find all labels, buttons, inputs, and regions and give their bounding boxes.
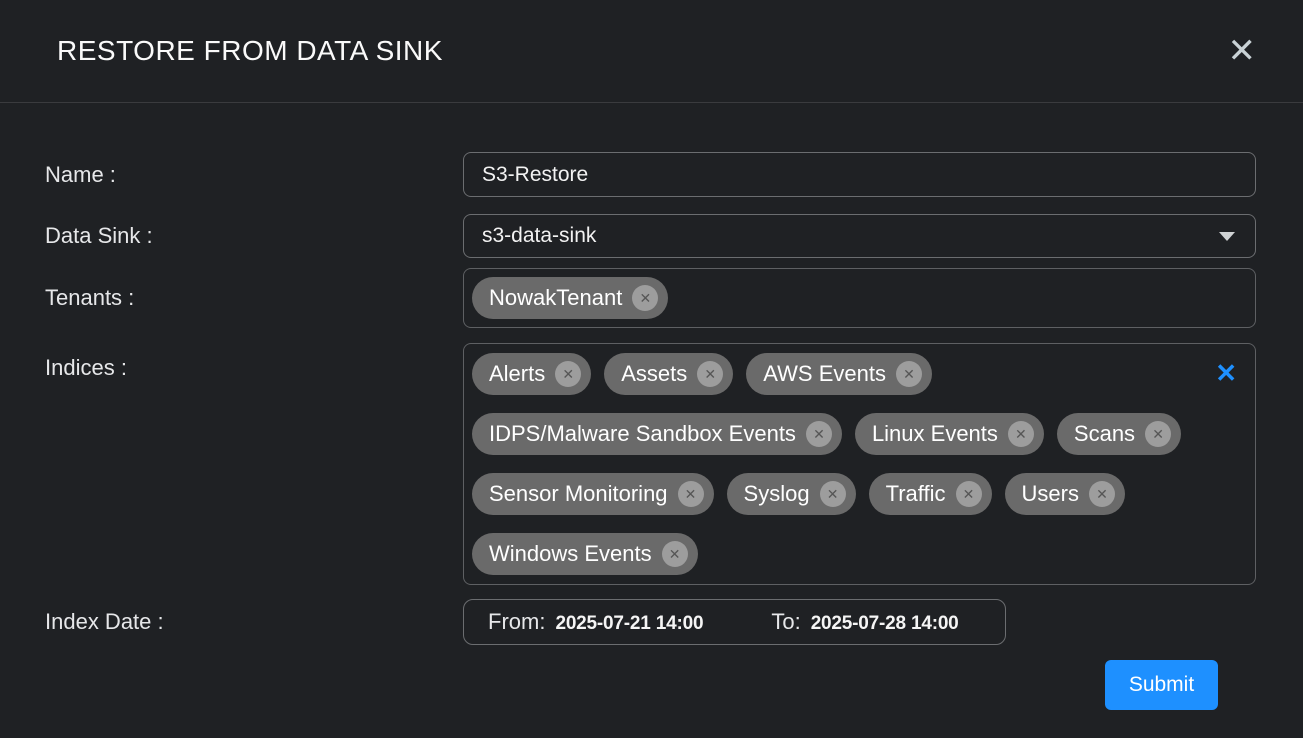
tenant-chip-remove-icon[interactable]: ✕: [632, 285, 659, 311]
index-chip-remove-icon[interactable]: ✕: [805, 421, 832, 447]
date-to-label: To:: [771, 609, 801, 634]
name-row: Name :: [45, 152, 1256, 197]
index-chip-label: Users: [1021, 481, 1079, 506]
index-chip-remove-icon[interactable]: ✕: [819, 481, 846, 507]
index-chip: Linux Events ✕: [854, 413, 1044, 455]
submit-button[interactable]: Submit: [1105, 660, 1218, 710]
name-input[interactable]: [463, 152, 1256, 197]
index-chip: Windows Events ✕: [472, 533, 698, 575]
index-chip-remove-icon[interactable]: ✕: [1145, 421, 1172, 447]
index-chip: Assets ✕: [604, 353, 734, 395]
data-sink-select[interactable]: s3-data-sink: [463, 214, 1256, 258]
index-chip: Traffic ✕: [868, 473, 992, 515]
clear-all-indices-icon[interactable]: ✕: [1215, 358, 1237, 388]
date-to-value[interactable]: 2025-07-28 14:00: [810, 613, 959, 634]
index-chip: Scans ✕: [1056, 413, 1182, 455]
index-chip-label: Alerts: [489, 361, 546, 386]
index-chip-label: AWS Events: [763, 361, 886, 386]
index-chip-remove-icon[interactable]: ✕: [1088, 481, 1115, 507]
indices-label: Indices :: [45, 355, 127, 380]
index-chip-label: Scans: [1073, 421, 1136, 446]
index-chip-label: Assets: [621, 361, 688, 386]
index-date-label: Index Date :: [45, 609, 164, 634]
index-chip-remove-icon[interactable]: ✕: [661, 541, 688, 567]
indices-chipbox[interactable]: Alerts✕Assets✕AWS Events✕IDPS/Malware Sa…: [463, 343, 1256, 585]
index-chip: Sensor Monitoring ✕: [472, 473, 714, 515]
index-chip-label: Traffic: [885, 481, 946, 506]
indices-chip-list: Alerts✕Assets✕AWS Events✕IDPS/Malware Sa…: [472, 353, 1199, 575]
tenant-chip-label: NowakTenant: [489, 285, 623, 310]
index-chip-label: IDPS/Malware Sandbox Events: [489, 421, 796, 446]
modal-header: RESTORE FROM DATA SINK ✕: [0, 0, 1303, 103]
index-chip-remove-icon[interactable]: ✕: [895, 361, 922, 387]
tenants-row: Tenants : NowakTenant ✕: [45, 268, 1256, 328]
index-date-row: Index Date : From: 2025-07-21 14:00 To: …: [45, 599, 1256, 645]
name-label: Name :: [45, 161, 116, 187]
index-chip-remove-icon[interactable]: ✕: [697, 361, 724, 387]
index-chip-remove-icon[interactable]: ✕: [1007, 421, 1034, 447]
data-sink-label: Data Sink :: [45, 223, 153, 248]
submit-row: Submit: [45, 660, 1256, 710]
tenants-chipbox[interactable]: NowakTenant ✕: [463, 268, 1256, 328]
index-chip-label: Windows Events: [489, 541, 652, 566]
close-icon[interactable]: ✕: [1227, 32, 1257, 70]
tenants-chip-list: NowakTenant ✕: [472, 277, 1247, 319]
index-chip-remove-icon[interactable]: ✕: [555, 361, 582, 387]
data-sink-row: Data Sink : s3-data-sink: [45, 214, 1256, 258]
modal-title: RESTORE FROM DATA SINK: [57, 35, 443, 66]
index-chip: Users ✕: [1004, 473, 1125, 515]
tenants-label: Tenants :: [45, 285, 135, 310]
index-chip-label: Syslog: [743, 481, 810, 506]
data-sink-selected-value: s3-data-sink: [482, 224, 597, 247]
modal-body: Name : Data Sink : s3-data-sink Tenants …: [0, 103, 1303, 710]
index-chip: AWS Events ✕: [746, 353, 932, 395]
index-chip-remove-icon[interactable]: ✕: [677, 481, 704, 507]
index-chip: Alerts ✕: [472, 353, 592, 395]
index-chip: Syslog ✕: [726, 473, 856, 515]
tenant-chip: NowakTenant ✕: [472, 277, 669, 319]
index-chip-label: Linux Events: [871, 421, 998, 446]
date-from-value[interactable]: 2025-07-21 14:00: [555, 613, 704, 634]
index-date-range-box[interactable]: From: 2025-07-21 14:00 To: 2025-07-28 14…: [463, 599, 1006, 645]
index-chip-label: Sensor Monitoring: [489, 481, 668, 506]
date-from-label: From:: [488, 609, 546, 634]
indices-row: Indices : Alerts✕Assets✕AWS Events✕IDPS/…: [45, 343, 1256, 585]
chevron-down-icon[interactable]: [1219, 231, 1235, 241]
index-chip-remove-icon[interactable]: ✕: [955, 481, 982, 507]
index-chip: IDPS/Malware Sandbox Events ✕: [472, 413, 842, 455]
